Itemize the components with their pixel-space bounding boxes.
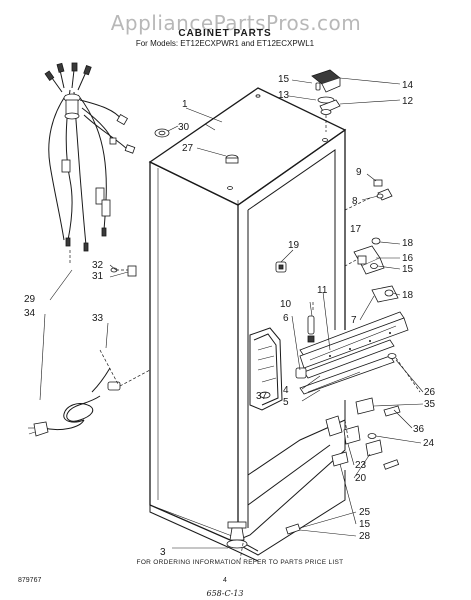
page-number: 4	[223, 577, 227, 584]
wire-harness	[44, 62, 136, 265]
part-19	[275, 261, 287, 273]
callout-15-bottom: 15	[359, 519, 371, 530]
callout-24: 24	[423, 438, 435, 449]
callout-28: 28	[359, 531, 371, 542]
callout-14: 14	[402, 80, 414, 91]
callout-1: 1	[182, 99, 188, 110]
callout-4: 4	[283, 385, 289, 396]
lower-right-parts	[325, 397, 401, 470]
power-cord-assembly	[28, 265, 151, 437]
callout-31: 31	[92, 271, 104, 282]
callout-33: 33	[92, 313, 104, 324]
top-plugs	[154, 128, 239, 164]
callout-7: 7	[351, 315, 357, 326]
callout-5: 5	[283, 397, 289, 408]
rail-assembly	[295, 285, 421, 395]
callout-8: 8	[352, 196, 358, 207]
callout-27: 27	[182, 143, 194, 154]
top-hinge-parts	[311, 69, 341, 132]
duct-assembly	[249, 327, 283, 411]
hinge-bracket	[344, 237, 385, 275]
callout-10: 10	[280, 299, 292, 310]
leader-lines	[39, 77, 424, 549]
hinge-pin-parts	[344, 179, 393, 211]
callout-18-lower: 18	[402, 290, 414, 301]
callout-15-top: 15	[278, 74, 290, 85]
catalog-code: 879767	[18, 577, 41, 584]
callout-16: 16	[402, 253, 414, 264]
callout-3: 3	[160, 547, 166, 558]
callout-17: 17	[350, 224, 362, 235]
callout-25: 25	[359, 507, 371, 518]
ordering-note: FOR ORDERING INFORMATION REFER TO PARTS …	[137, 559, 344, 566]
callout-13: 13	[278, 90, 290, 101]
callout-30: 30	[178, 122, 190, 133]
watermark: AppliancePartsPros.com	[111, 11, 362, 35]
models-subtitle: For Models: ET12ECXPWR1 and ET12ECXPWL1	[136, 39, 315, 48]
callout-29: 29	[24, 294, 36, 305]
callout-15-mid: 15	[402, 264, 414, 275]
callout-12: 12	[402, 96, 414, 107]
handwritten-note: 658-C-13	[207, 589, 244, 598]
callout-34: 34	[24, 308, 36, 319]
callout-23: 23	[355, 460, 367, 471]
callout-26: 26	[424, 387, 436, 398]
callout-19: 19	[288, 240, 300, 251]
callout-6: 6	[283, 313, 289, 324]
callout-32: 32	[92, 260, 104, 271]
diagram-title: CABINET PARTS	[178, 28, 271, 39]
callout-35: 35	[424, 399, 436, 410]
cabinet-body	[148, 87, 347, 562]
callout-20: 20	[355, 473, 367, 484]
callout-11: 11	[317, 285, 328, 296]
leveling-leg	[226, 521, 301, 561]
callout-36: 36	[413, 424, 425, 435]
callout-9: 9	[356, 167, 362, 178]
callout-labels: 1 3 4 5 6 7 8 9 10 11 12 13 14 15 15 15 …	[24, 74, 436, 558]
callout-37: 37	[256, 391, 268, 402]
callout-18-upper: 18	[402, 238, 414, 249]
